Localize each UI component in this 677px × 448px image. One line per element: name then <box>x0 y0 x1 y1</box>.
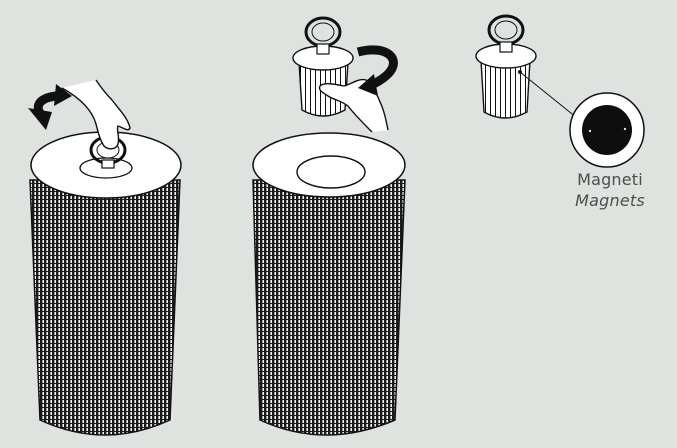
step2-filter-body <box>253 180 405 435</box>
cartridge-body <box>481 60 530 118</box>
rotate-arrow-icon <box>28 84 72 130</box>
magnet-icon <box>570 93 644 167</box>
magnets-label-en: Magnets <box>560 191 660 211</box>
step2-filter-group <box>253 18 405 435</box>
step3-cartridge-group <box>476 16 644 167</box>
step1-filter-group <box>28 80 181 435</box>
step1-filter-body <box>30 180 180 435</box>
rotate-arrow-icon <box>358 50 393 96</box>
step2-open-slot <box>297 156 365 188</box>
magnets-label-it: Magneti <box>560 170 660 190</box>
